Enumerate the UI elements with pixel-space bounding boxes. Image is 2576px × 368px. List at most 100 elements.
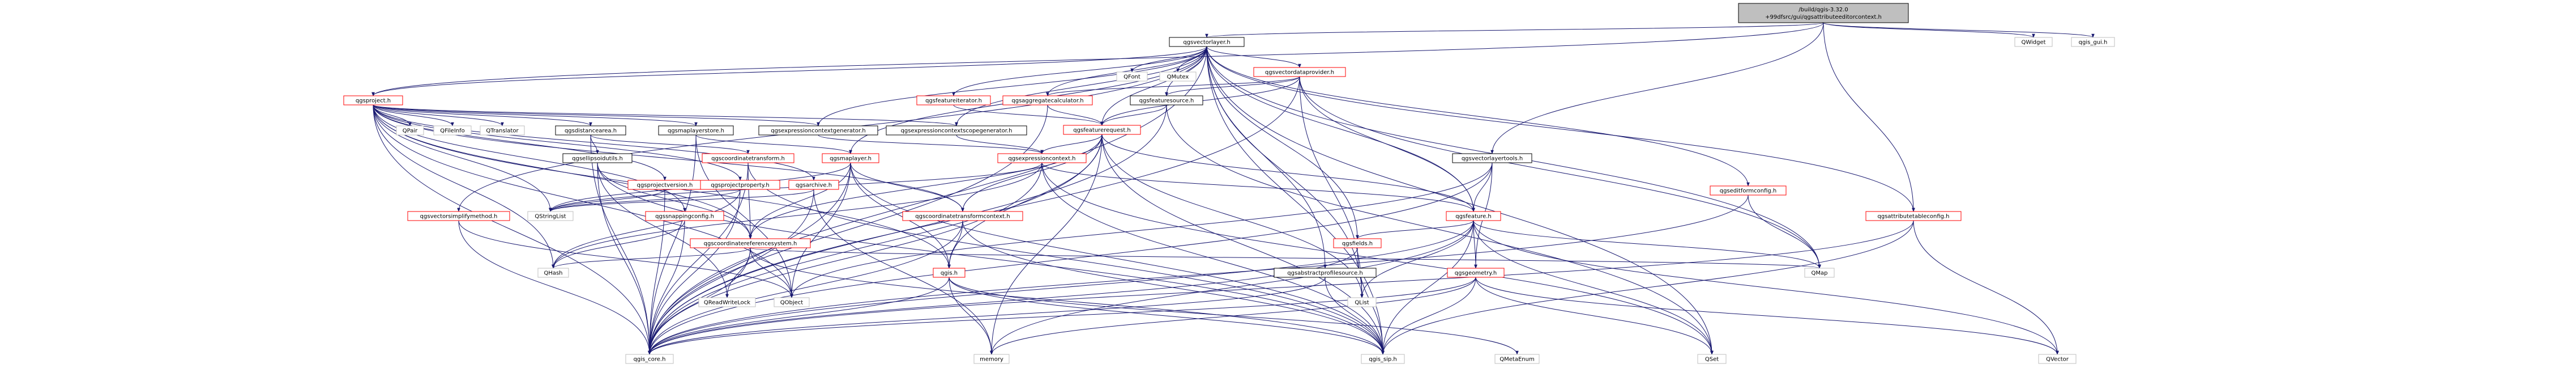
node-qwidget[interactable]: QWidget: [2014, 37, 2053, 47]
node-qmutex[interactable]: QMutex: [1159, 71, 1197, 82]
edge-qgsellipsoidutils-to-qgis_sip: [597, 162, 1385, 355]
node-qgscoordinatereferencesystem[interactable]: qgscoordinatereferencesystem.h: [690, 238, 811, 248]
node-label-qgsarchive: qgsarchive.h: [796, 183, 832, 189]
edge-qgsvectorlayer-to-qgseditformconfig: [1206, 46, 1750, 187]
node-label-qgis_core: qgis_core.h: [634, 357, 666, 363]
node-qgsvectorsimplifymethod[interactable]: qgsvectorsimplifymethod.h: [407, 211, 510, 221]
edge-qgscoordinatetransformcontext-to-qgis_core: [648, 220, 963, 355]
node-qpair[interactable]: QPair: [396, 125, 424, 136]
node-box-qgscoordinatetransform: [702, 153, 794, 163]
edge-qgsproject-to-qgsdistancearea: [373, 104, 592, 126]
edge-qgsfeatureiterator-to-qgsfeaturerequest: [953, 104, 1104, 126]
edge-qgseditformconfig-to-qgis_core: [648, 194, 1749, 355]
edge-qgsvectorlayertools-to-qgsfeature: [1472, 162, 1493, 212]
edge-qgsvectorlayer-to-qlist: [1206, 46, 1364, 298]
node-qvector[interactable]: QVector: [2038, 354, 2077, 364]
node-box-qgsexpressioncontextgenerator: [758, 125, 878, 136]
edge-qgsfeature-to-qmap: [1473, 220, 1821, 269]
node-label-qgis_sip: qgis_sip.h: [1369, 357, 1397, 363]
node-label-qgseditformconfig: qgseditformconfig.h: [1720, 188, 1777, 194]
edge-qgsvectorlayertools-to-qobject: [790, 162, 1493, 298]
node-qgsvectorlayer[interactable]: qgsvectorlayer.h: [1169, 37, 1245, 47]
edge-qgsarchive-to-qstringlist: [549, 189, 814, 212]
node-qlist[interactable]: QList: [1347, 297, 1377, 307]
edge-qgsvectordataprovider-to-qgsaggregatecalculator: [1046, 76, 1300, 96]
edge-qgsvectorlayer-to-qfont: [1130, 46, 1207, 73]
node-box-qgsprojectproperty: [700, 180, 780, 190]
node-qgsabstractprofilesource[interactable]: qgsabstractprofilesource.h: [1274, 268, 1377, 278]
node-label-qgsabstractprofilesource: qgsabstractprofilesource.h: [1287, 270, 1362, 277]
edge-qgsmaplayer-to-qobject: [790, 162, 851, 298]
node-label-qmetaenum: QMetaEnum: [1500, 357, 1534, 363]
node-qgis_sip[interactable]: qgis_sip.h: [1361, 354, 1405, 364]
edge-root-to-qgsvectorlayer: [1205, 22, 1824, 38]
node-qgsmaplayerstore[interactable]: qgsmaplayerstore.h: [658, 125, 734, 136]
node-qhash[interactable]: QHash: [537, 268, 569, 278]
node-box-qgsellipsoidutils: [562, 153, 633, 163]
node-qmetaenum[interactable]: QMetaEnum: [1494, 354, 1540, 364]
node-qgsexpressioncontextgenerator[interactable]: qgsexpressioncontextgenerator.h: [758, 125, 878, 136]
edge-qgsmaplayer-to-qgis_sip: [850, 162, 1385, 355]
edge-qgsaggregatecalculator-to-qgsfeaturerequest: [1047, 104, 1104, 126]
node-qgsgeometry[interactable]: qgsgeometry.h: [1447, 268, 1505, 278]
edge-qgsdistancearea-to-qgscoordinatetransform: [590, 134, 750, 154]
edge-qgis_h-to-qgis_sip: [949, 277, 1385, 355]
node-label-qgsmaplayerstore: qgsmaplayerstore.h: [668, 128, 724, 134]
node-label-qreadwritelock: QReadWriteLock: [704, 300, 750, 306]
edge-root-to-qgis_gui: [1823, 22, 2095, 38]
node-qgsfeatureiterator[interactable]: qgsfeatureiterator.h: [916, 95, 991, 105]
node-qgsmaplayer[interactable]: qgsmaplayer.h: [822, 153, 879, 163]
node-qgis_core[interactable]: qgis_core.h: [625, 354, 674, 364]
node-qmap[interactable]: QMap: [1804, 268, 1835, 278]
node-qgsdistancearea[interactable]: qgsdistancearea.h: [555, 125, 626, 136]
node-qgsvectorlayertools[interactable]: qgsvectorlayertools.h: [1452, 153, 1532, 163]
node-box-qreadwritelock: [698, 297, 756, 307]
node-qstringlist[interactable]: QStringList: [527, 211, 574, 221]
node-label-qgsaggregatecalculator: qgsaggregatecalculator.h: [1011, 98, 1083, 104]
node-label-qfileinfo: QFileInfo: [440, 128, 465, 134]
node-box-qgsgeometry: [1447, 268, 1505, 278]
edge-qgsfeaturerequest-to-qgsfeature: [1101, 134, 1475, 212]
nodes-layer: /build/qgis-3.32.0+99dfsrc/gui/qgsattrib…: [343, 3, 2115, 364]
node-qgis_gui[interactable]: qgis_gui.h: [2071, 37, 2115, 47]
node-qgsprojectversion[interactable]: qgsprojectversion.h: [627, 180, 702, 190]
node-label-qgsfeaturesource: qgsfeaturesource.h: [1139, 98, 1194, 104]
node-box-qgsvectordataprovider: [1253, 67, 1346, 77]
node-qgsfeaturesource[interactable]: qgsfeaturesource.h: [1130, 95, 1203, 105]
node-qgsprojectproperty[interactable]: qgsprojectproperty.h: [700, 180, 780, 190]
node-qgsproject[interactable]: qgsproject.h: [343, 95, 403, 105]
edge-qgsvectordataprovider-to-qlist: [1299, 76, 1364, 298]
node-qgsfeature[interactable]: qgsfeature.h: [1446, 211, 1501, 221]
node-qgsfeaturerequest[interactable]: qgsfeaturerequest.h: [1063, 125, 1141, 135]
node-memory[interactable]: memory: [973, 354, 1010, 364]
node-qset[interactable]: QSet: [1697, 354, 1727, 364]
edge-qgsproject-to-qtranslator: [373, 104, 504, 126]
node-box-qgis_gui: [2071, 37, 2115, 47]
node-qgsexpressioncontext[interactable]: qgsexpressioncontext.h: [997, 153, 1087, 163]
node-qgsattributetableconfig[interactable]: qgsattributetableconfig.h: [1865, 211, 1962, 221]
node-qgssnappingconfig[interactable]: qgssnappingconfig.h: [645, 211, 724, 221]
node-qgsaggregatecalculator[interactable]: qgsaggregatecalculator.h: [1002, 95, 1093, 105]
node-qtranslator[interactable]: QTranslator: [480, 125, 525, 136]
node-qgseditformconfig[interactable]: qgseditformconfig.h: [1710, 185, 1787, 196]
node-qfont[interactable]: QFont: [1116, 71, 1148, 82]
node-qobject[interactable]: QObject: [774, 297, 810, 307]
node-qgsfields[interactable]: qgsfields.h: [1333, 238, 1382, 248]
node-qgscoordinatetransform[interactable]: qgscoordinatetransform.h: [702, 153, 794, 163]
node-qreadwritelock[interactable]: QReadWriteLock: [698, 297, 756, 307]
edge-qgsproject-to-qhash: [373, 104, 555, 269]
edge-qgsfeaturerequest-to-qgis_sip: [1101, 134, 1385, 355]
node-qgsvectordataprovider[interactable]: qgsvectordataprovider.h: [1253, 67, 1346, 77]
edge-qgsfeaturesource-to-qgsfeaturerequest: [1100, 104, 1167, 126]
node-qgsellipsoidutils[interactable]: qgsellipsoidutils.h: [562, 153, 633, 163]
node-qfileinfo[interactable]: QFileInfo: [433, 125, 472, 136]
edge-qgsproject-to-qgis_core: [373, 104, 651, 355]
edge-qgsproject-to-qstringlist: [373, 104, 552, 212]
edge-qgscoordinatetransform-to-qgis_sip: [747, 162, 1385, 355]
edge-qgsvectorlayer-to-qgsaggregatecalculator: [1046, 46, 1207, 96]
node-box-qgsvectorlayer: [1169, 37, 1245, 47]
node-qgscoordinatetransformcontext[interactable]: qgscoordinatetransformcontext.h: [902, 211, 1023, 221]
node-qgis_h[interactable]: qgis.h: [933, 268, 966, 278]
node-qgsexpressioncontextscopegenerator[interactable]: qgsexpressioncontextscopegenerator.h: [886, 125, 1027, 136]
node-qgsarchive[interactable]: qgsarchive.h: [788, 180, 839, 190]
